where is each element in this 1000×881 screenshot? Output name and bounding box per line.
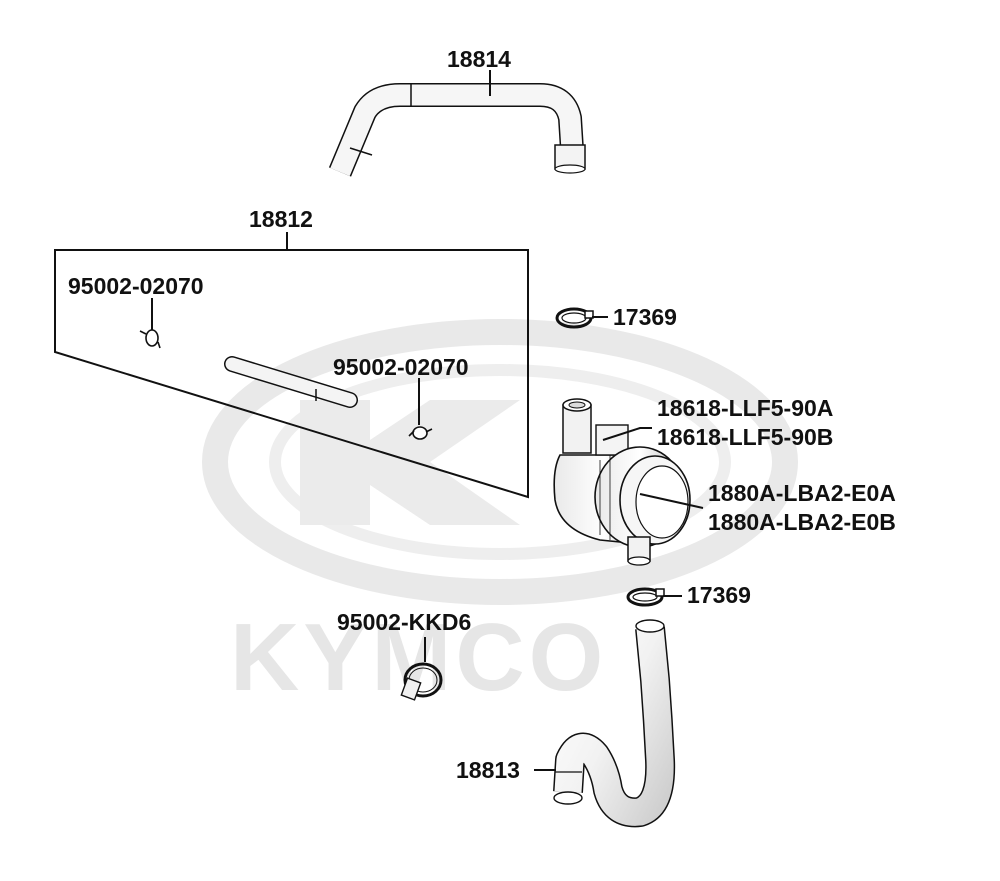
- label-filter-case-a: 18618-LLF5-90A: [657, 395, 833, 421]
- upper-hose: [328, 83, 586, 177]
- lower-hose: [553, 619, 676, 828]
- label-filter-element-b: 1880A-LBA2-E0B: [708, 509, 896, 535]
- label-clamp-bottom: 17369: [687, 582, 751, 608]
- label-18812: 18812: [249, 206, 313, 232]
- kit-clip-right: [408, 378, 433, 440]
- label-clip-kit-left: 95002-02070: [68, 273, 204, 299]
- clamp-bottom: [626, 587, 682, 607]
- clamp-top: [555, 307, 608, 329]
- label-clip-kit-right: 95002-02070: [333, 354, 469, 380]
- kit-straight-tube: [224, 356, 358, 408]
- band-clamp: [400, 637, 443, 701]
- label-filter-element-a: 1880A-LBA2-E0A: [708, 480, 896, 506]
- kit-panel: [54, 232, 529, 499]
- label-18814: 18814: [447, 46, 511, 72]
- label-filter-case-b: 18618-LLF5-90B: [657, 424, 833, 450]
- label-18813: 18813: [456, 757, 520, 783]
- label-band-clamp: 95002-KKD6: [337, 609, 471, 635]
- kit-clip-left: [139, 298, 161, 349]
- label-clamp-top: 17369: [613, 304, 677, 330]
- air-filter-assembly: [553, 398, 691, 566]
- leader-filter-case: [602, 427, 652, 441]
- leader-filter-element: [639, 493, 704, 509]
